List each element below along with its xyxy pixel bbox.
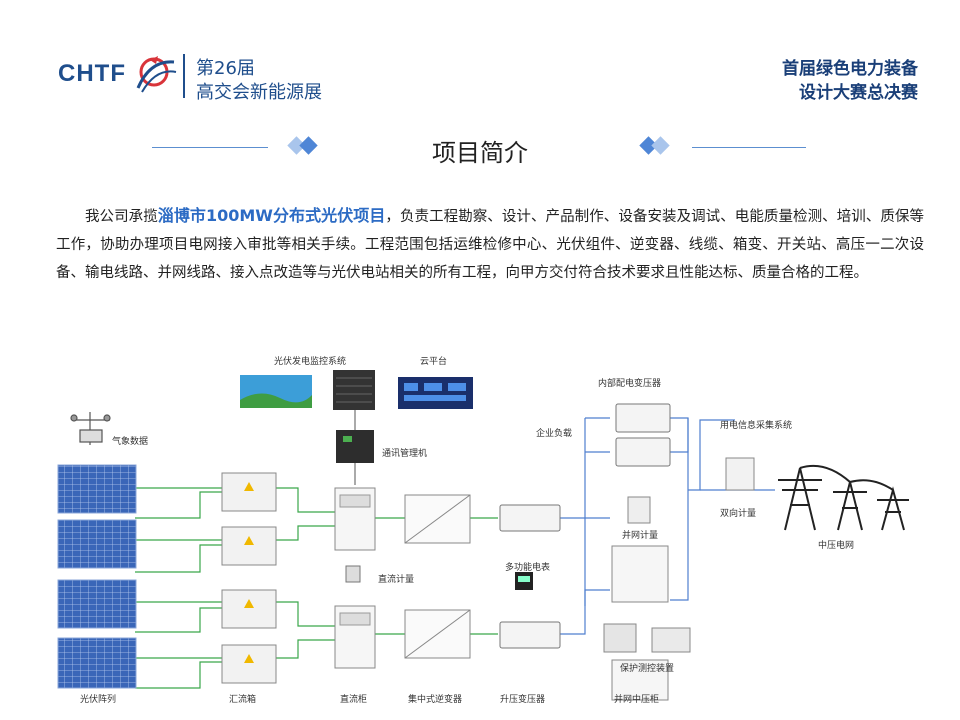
label-monitor: 光伏发电监控系统: [274, 357, 347, 367]
diamond-right-icon: [639, 136, 670, 155]
weather-station-icon: [70, 412, 111, 445]
pv-system-diagram: [57, 370, 909, 701]
collect-meter-device: [725, 457, 755, 491]
label-protect: 保护测控装置: [620, 664, 675, 674]
dc-lines: [135, 487, 498, 689]
bottom-label-combiner: 汇流箱: [229, 695, 257, 705]
grid-meter-device: [627, 496, 651, 524]
title-line-left: [152, 147, 268, 148]
cloud-screen: [398, 377, 473, 409]
section-title: 项目简介: [432, 139, 528, 167]
header-divider: [183, 54, 185, 98]
step-up-transformers: [499, 504, 561, 649]
bottom-label-mv-cabinet: 并网中压柜: [614, 695, 660, 705]
label-internal-tx: 内部配电变压器: [598, 379, 662, 389]
label-load: 企业负载: [536, 429, 573, 439]
contest-title-line1: 首届绿色电力装备: [782, 59, 918, 79]
expo-edition: 第26届: [196, 58, 255, 79]
label-bidir: 双向计量: [720, 509, 757, 519]
diamond-left-icon: [287, 136, 318, 155]
dc-meter-device: [345, 565, 361, 583]
bottom-label-dc-cabinet: 直流柜: [340, 695, 368, 705]
intro-prefix: 我公司承揽: [85, 209, 158, 225]
protection-device-2: [651, 627, 691, 653]
internal-transformers: [615, 403, 671, 467]
chtf-logo: CHTF: [58, 52, 178, 98]
label-dc-meter: 直流计量: [378, 575, 415, 585]
label-grid-meter: 并网计量: [622, 531, 659, 541]
title-line-right: [692, 147, 806, 148]
project-name: 淄博市100MW分布式光伏项目: [157, 206, 386, 225]
label-comm: 通讯管理机: [382, 449, 428, 459]
bottom-label-stepup: 升压变压器: [500, 695, 546, 705]
label-collect: 用电信息采集系统: [720, 421, 793, 431]
protection-device-1: [603, 623, 637, 653]
intro-paragraph: 我公司承揽淄博市100MW分布式光伏项目，负责工程勘察、设计、产品制作、设备安装…: [56, 202, 924, 287]
label-mv-grid: 中压电网: [818, 541, 855, 551]
comm-manager-device: [336, 430, 374, 463]
expo-name: 高交会新能源展: [196, 82, 322, 103]
pv-arrays: [57, 464, 137, 689]
combiner-boxes: [221, 472, 277, 684]
intro-body: ，负责工程勘察、设计、产品制作、设备安装及调试、电能质量检测、培训、质保等工作，…: [56, 209, 924, 281]
mv-cabinets: [611, 545, 669, 701]
label-multi-meter: 多功能电表: [505, 563, 551, 573]
label-weather: 气象数据: [112, 437, 149, 447]
power-tower-icon: [778, 464, 909, 531]
label-cloud: 云平台: [420, 357, 448, 367]
logo-mark-icon: [136, 56, 177, 93]
server-rack: [333, 370, 375, 410]
logo-text: CHTF: [58, 60, 126, 87]
bottom-label-pv-array: 光伏阵列: [80, 695, 117, 705]
ac-lines: [560, 417, 775, 635]
contest-title-line2: 设计大赛总决赛: [799, 83, 918, 103]
bottom-label-inverter: 集中式逆变器: [408, 695, 463, 705]
